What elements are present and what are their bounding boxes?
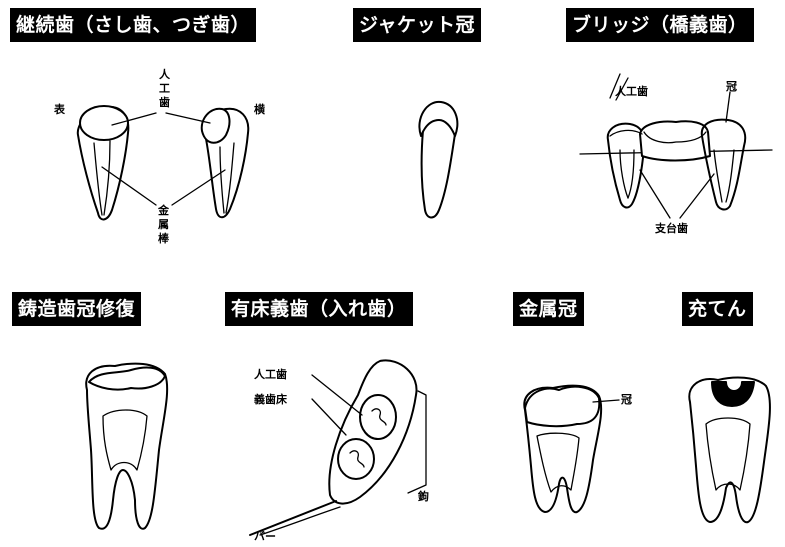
label-bridge-kan: 冠: [726, 80, 737, 93]
side-crown-cap: [202, 109, 230, 143]
metal-crown-cap: [525, 387, 599, 426]
filling-illustration: [680, 372, 780, 532]
jacket-crown-illustration: [405, 100, 465, 225]
title-cast-restoration: 鋳造歯冠修復: [12, 292, 141, 326]
label-bridge-jinkoushi: 人工歯: [615, 85, 648, 98]
denture-illustration: [250, 355, 450, 535]
cast-restoration-illustration: [75, 360, 175, 540]
title-removable-denture: 有床義歯（入れ歯）: [225, 292, 413, 326]
title-bridge: ブリッジ（橋義歯）: [566, 8, 754, 42]
title-filling: 充てん: [682, 292, 753, 326]
filling-material: [712, 382, 754, 406]
denture-tooth-lower: [338, 439, 374, 479]
title-metal-crown: 金属冠: [513, 292, 584, 326]
label-denture-jinkoushi: 人工歯: [254, 368, 287, 381]
clasp: [408, 391, 426, 493]
label-kou: 鉤: [418, 490, 429, 503]
bridge-illustration: [580, 70, 780, 220]
label-shidaishi: 支台歯: [655, 222, 688, 235]
label-gishishou: 義歯床: [254, 393, 287, 406]
label-jinkoushi: 人工歯: [158, 68, 171, 110]
label-omote: 表: [54, 103, 65, 116]
metal-crown-illustration: [513, 380, 623, 520]
label-kinzokubou: 金属棒: [157, 204, 170, 246]
cast-crown: [89, 368, 165, 390]
left-abutment-tooth: [608, 124, 645, 208]
denture-tooth-upper: [360, 395, 396, 439]
label-metal-kan: 冠: [621, 393, 632, 406]
bridge-pontic: [640, 121, 710, 160]
jacket-crown-cap: [419, 102, 457, 136]
label-bar: バー: [254, 530, 276, 543]
label-yoko: 横: [254, 103, 265, 116]
title-jacket-crown: ジャケット冠: [353, 8, 481, 42]
title-keizokushi: 継続歯（さし歯、つぎ歯）: [10, 8, 256, 42]
